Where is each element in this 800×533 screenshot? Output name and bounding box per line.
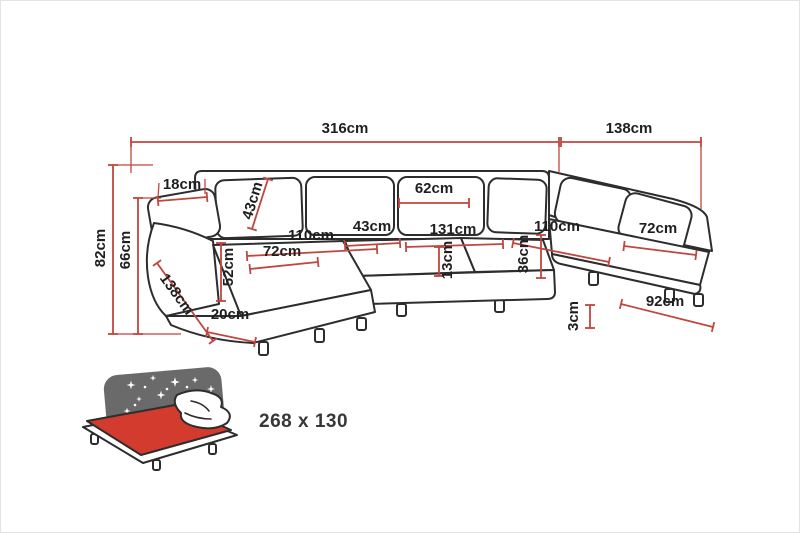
dim-right-seat-length: 110cm — [511, 218, 611, 268]
sofa-leg — [258, 341, 269, 356]
sleeping-function-icon — [82, 367, 238, 471]
dim-right-seat-depth: 72cm — [622, 220, 698, 261]
back-cushion — [305, 176, 395, 236]
dimension-line — [618, 298, 716, 333]
extension-line — [157, 182, 160, 199]
duvet-fold-line — [184, 412, 212, 420]
dimension-line — [156, 191, 209, 207]
center-front-panel — [357, 269, 556, 305]
dimension-label: 3cm — [565, 301, 582, 331]
dimension-label: 131cm — [430, 221, 477, 238]
dimension-label: 138cm — [606, 120, 653, 137]
dim-left-seat-depth: 72cm — [248, 243, 320, 275]
dim-corner-seat-width: 43cm — [343, 218, 402, 252]
dimension-label: 52cm — [220, 248, 237, 286]
back-cushion — [486, 177, 548, 235]
dimension-label: 62cm — [415, 180, 453, 197]
dimension-line — [404, 238, 505, 253]
sofa-leg — [494, 299, 505, 313]
dimension-label: 92cm — [646, 293, 684, 310]
dimension-label: 66cm — [117, 231, 134, 269]
dim-base-height: 20cm — [205, 306, 257, 348]
sofa-leg — [314, 328, 325, 343]
dim-right-section-width: 138cm — [560, 120, 702, 209]
dimension-label: 13cm — [439, 241, 456, 279]
bed-leg — [152, 459, 161, 471]
dimension-line — [246, 176, 274, 232]
dimension-line — [622, 240, 698, 261]
dimension-label: 82cm — [92, 229, 109, 267]
dimension-label: 110cm — [534, 218, 580, 235]
dimension-label: 20cm — [211, 306, 249, 323]
dimension-line — [205, 326, 257, 348]
dimension-label: 72cm — [263, 243, 301, 260]
dim-center-cushion-width: 62cm — [398, 180, 470, 208]
dimension-label: 316cm — [322, 120, 369, 137]
dimension-line — [343, 237, 402, 252]
dim-leg-height: 3cm — [565, 301, 595, 331]
bed-leg — [208, 443, 217, 455]
dimension-line — [248, 256, 320, 275]
sofa-leg — [356, 317, 367, 331]
dimension-label: 18cm — [163, 176, 201, 193]
dim-total-height: 82cm — [92, 164, 181, 335]
dim-right-section-depth: 36cm — [515, 234, 546, 279]
dimension-label: 43cm — [353, 218, 391, 235]
sofa-leg — [693, 293, 704, 307]
dimension-line — [152, 259, 218, 345]
dim-seat-height: 52cm — [216, 242, 237, 302]
sofa-leg — [588, 271, 599, 286]
sleeping-area-label: 268 x 130 — [259, 411, 348, 432]
duvet — [173, 389, 231, 430]
dim-top-width: 316cm — [130, 120, 560, 173]
sofa-leg — [396, 303, 407, 317]
dim-center-seat-length: 131cm — [404, 221, 505, 253]
dimension-label: 36cm — [515, 235, 532, 273]
dimension-label: 72cm — [639, 220, 677, 237]
duvet-fold-line — [190, 400, 210, 412]
dimension-line — [511, 237, 611, 268]
dim-armrest-width: 18cm — [156, 176, 209, 207]
center-seat-cushion — [460, 237, 555, 273]
dim-right-chaise-length: 92cm — [618, 293, 716, 333]
dim-center-gap: 13cm — [434, 241, 456, 279]
dim-backrest-height: 66cm — [117, 197, 161, 335]
dimension-label: 110cm — [288, 227, 334, 244]
